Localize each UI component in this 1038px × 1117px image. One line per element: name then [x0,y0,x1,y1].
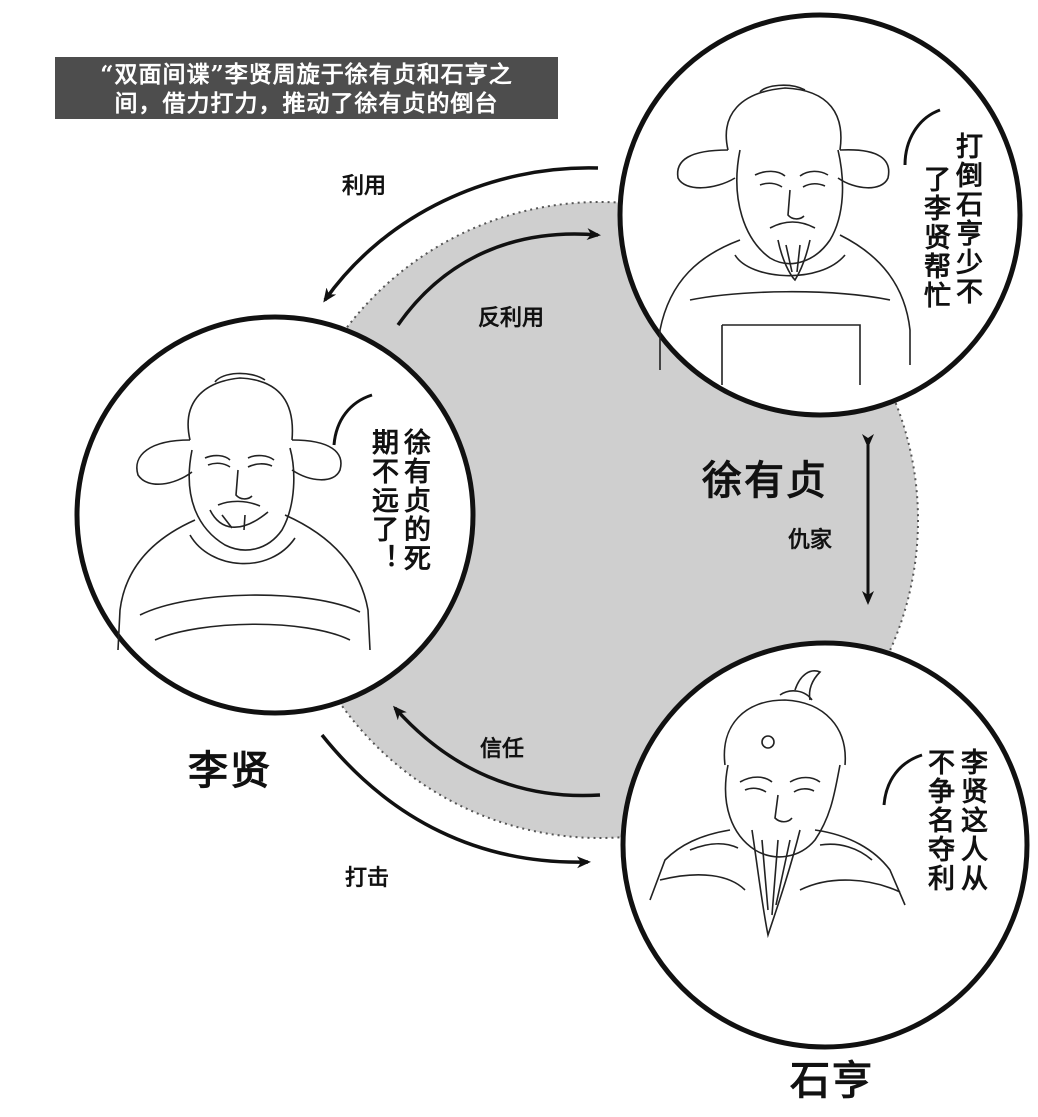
arrow-use [323,166,599,303]
portrait-shi-heng [620,640,1030,1050]
label-attack: 打击 [345,865,390,891]
label-use: 利用 [342,173,387,199]
name-li-xian: 李贤 [188,747,272,794]
label-counter-use: 反利用 [478,305,545,331]
caption-line-2: 间，借力打力，推动了徐有贞的倒台 [114,90,499,117]
speech-shi-col2: 不争名夺利 [923,748,954,893]
label-enemies: 仇家 [788,527,833,553]
portrait-xu-youzhen [617,12,1023,418]
speech-xu-col1: 打倒石亨少不 [951,132,982,306]
arrow-trust [393,705,601,798]
speech-li-col1: 徐有贞的死 [399,428,430,573]
speech-xu-col2: 了李贤帮忙 [919,165,950,310]
arrow-counter-use [396,228,601,327]
speech-li-col2: 期不远了！ [367,428,398,573]
arrow-attack [320,733,591,869]
caption-line-1: “双面间谍”李贤周旋于徐有贞和石亨之 [100,61,513,88]
caption-box: “双面间谍”李贤周旋于徐有贞和石亨之 间，借力打力，推动了徐有贞的倒台 [55,57,558,119]
name-shi-heng: 石亨 [790,1057,874,1104]
name-xu-youzhen: 徐有贞 [702,457,828,504]
portrait-li-xian [74,314,476,716]
label-trust: 信任 [480,736,525,762]
speech-shi-col1: 李贤这人从 [956,748,987,893]
